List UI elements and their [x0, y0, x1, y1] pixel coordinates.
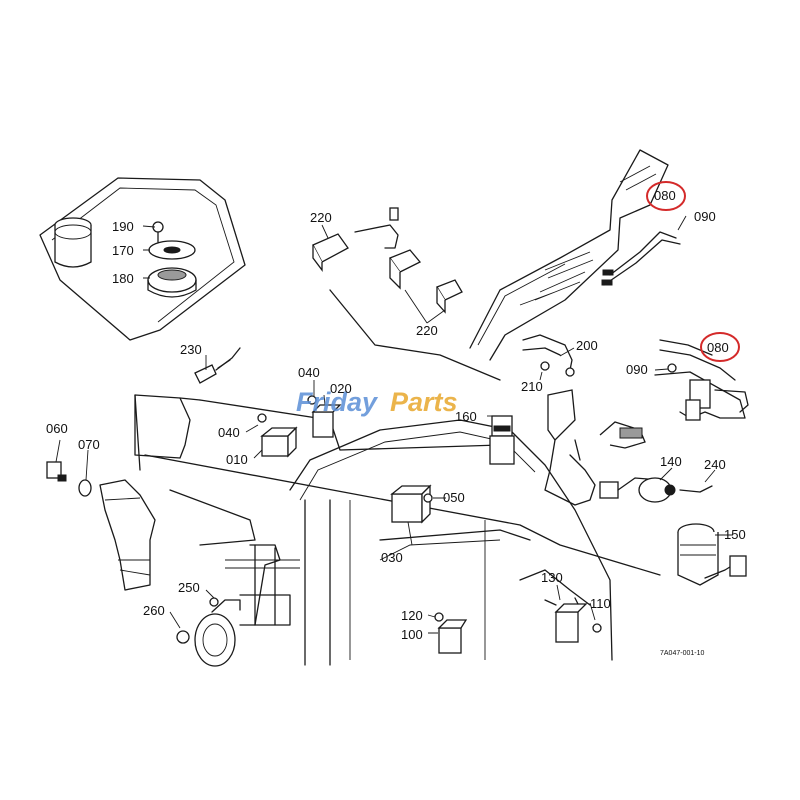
label-170: 170 [112, 243, 134, 258]
label-050: 050 [443, 490, 465, 505]
figure-reference: 7A047-001-10 [660, 650, 704, 657]
label-210: 210 [521, 379, 543, 394]
label-130: 130 [541, 570, 563, 585]
label-040-lower: 040 [218, 425, 240, 440]
highlight-circles [646, 181, 740, 362]
watermark-parts: Parts [390, 387, 458, 417]
label-180: 180 [112, 271, 134, 286]
label-160: 160 [455, 409, 477, 424]
label-030: 030 [381, 550, 403, 565]
part-labels: 190 170 180 220 220 080 090 080 090 230 … [46, 188, 746, 657]
label-240: 240 [704, 457, 726, 472]
label-250: 250 [178, 580, 200, 595]
line-art [39, 149, 749, 667]
label-110: 110 [590, 596, 611, 611]
label-140: 140 [660, 454, 682, 469]
label-010: 010 [226, 452, 248, 467]
label-080-upper: 080 [654, 188, 676, 203]
label-190: 190 [112, 219, 134, 234]
label-230: 230 [180, 342, 202, 357]
label-040-upper: 040 [298, 365, 320, 380]
label-090-upper: 090 [694, 209, 716, 224]
label-260: 260 [143, 603, 165, 618]
label-060: 060 [46, 421, 68, 436]
highlight-circle-080-upper [646, 181, 686, 211]
watermark-friday: Friday [296, 387, 379, 417]
label-220-upper: 220 [310, 210, 332, 225]
label-100: 100 [401, 627, 423, 642]
label-220-lower: 220 [416, 323, 438, 338]
label-090-right: 090 [626, 362, 648, 377]
highlight-circle-080-right [700, 332, 740, 362]
watermark-logo: Friday Parts [296, 387, 458, 417]
label-120: 120 [401, 608, 423, 623]
label-080-right: 080 [707, 340, 729, 355]
label-020: 020 [330, 381, 352, 396]
label-150: 150 [724, 527, 746, 542]
label-070: 070 [78, 437, 100, 452]
label-200: 200 [576, 338, 598, 353]
